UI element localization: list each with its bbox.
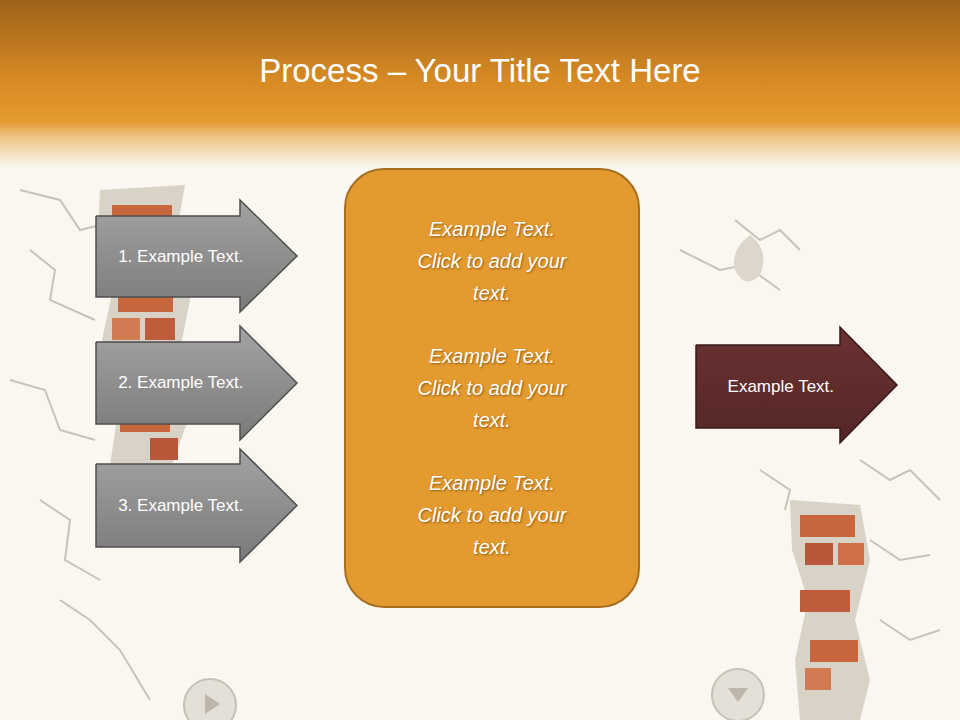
step-arrow: 1. Example Text. [96,200,297,312]
slide-title: Process – Your Title Text Here [0,52,960,90]
arrow-outline [96,449,297,562]
arrow-label: 3. Example Text. [118,464,243,547]
box-text: Example Text. Click to add your text. [417,340,567,436]
arrow-outline [696,327,897,443]
arrow-label: Example Text. [728,345,834,428]
right-bricks [790,500,870,720]
wall-hole [734,235,763,281]
arrow-label: 2. Example Text. [118,342,243,424]
arrow-label: 1. Example Text. [118,216,243,297]
process-box: Example Text. Click to add your text. Exa… [344,168,640,608]
step-arrow: 3. Example Text. [96,449,297,562]
arrow-outline [96,200,297,312]
header-band [0,0,960,168]
box-text: Example Text. Click to add your text. [417,467,567,563]
step-arrow: 2. Example Text. [96,326,297,440]
result-arrow: Example Text. [696,327,897,443]
scroll-knobs [184,669,764,720]
box-text: Example Text. Click to add your text. [417,213,567,309]
arrow-outline [96,326,297,440]
